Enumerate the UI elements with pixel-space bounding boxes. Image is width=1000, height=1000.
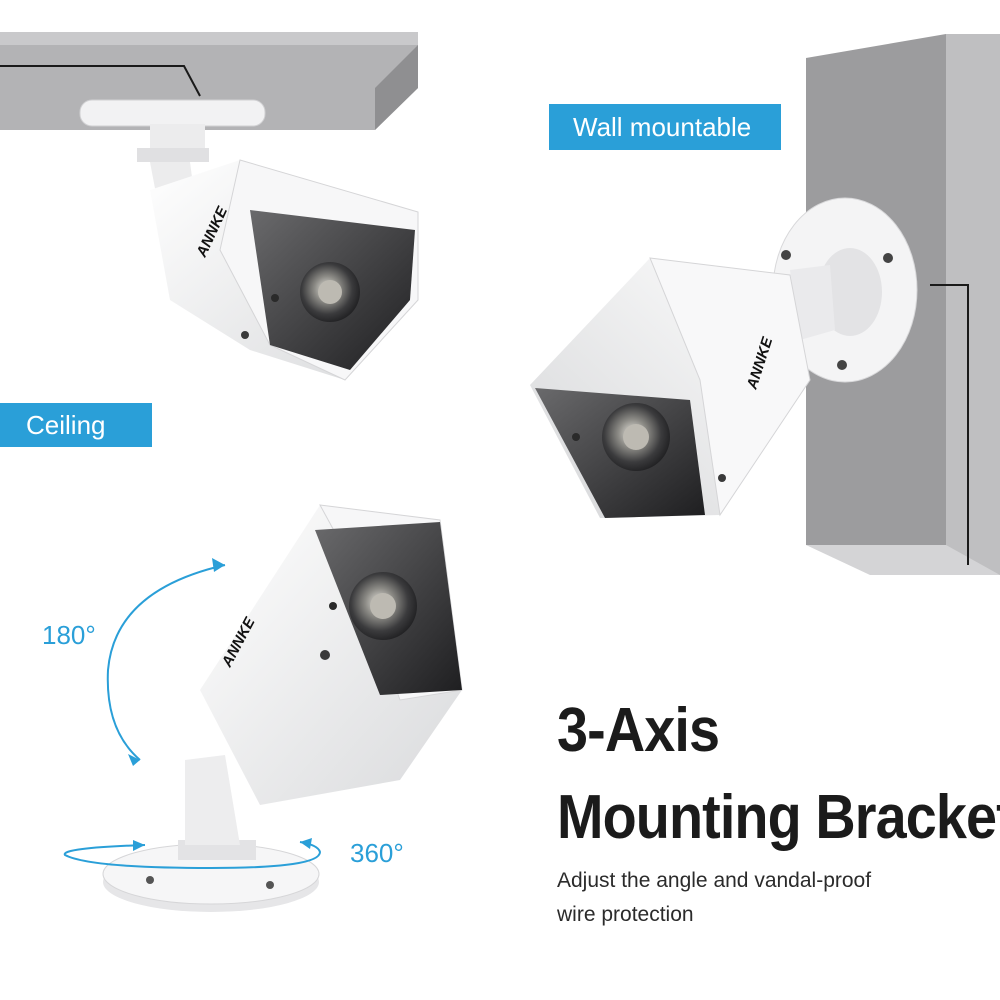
description-line-1: Adjust the angle and vandal-proof — [557, 869, 872, 892]
ceiling-camera — [79, 99, 419, 381]
headline-line-1: 3-Axis — [557, 696, 720, 765]
description-line-2: wire protection — [557, 903, 694, 926]
ceiling-label: Ceiling — [0, 403, 152, 447]
wall-camera — [530, 197, 918, 518]
description: Adjust the angle and vandal-proof wire p… — [557, 864, 957, 932]
headline-line-2: Mounting Bracket — [557, 783, 1000, 852]
rotation-arrow-vertical — [106, 558, 226, 766]
wall-mountable-label: Wall mountable — [549, 104, 781, 150]
horizontal-rotation-label: 360° — [350, 838, 404, 868]
vertical-rotation-label: 180° — [42, 620, 96, 650]
base-camera — [102, 504, 463, 912]
rotation-arrow-horizontal — [63, 838, 322, 870]
